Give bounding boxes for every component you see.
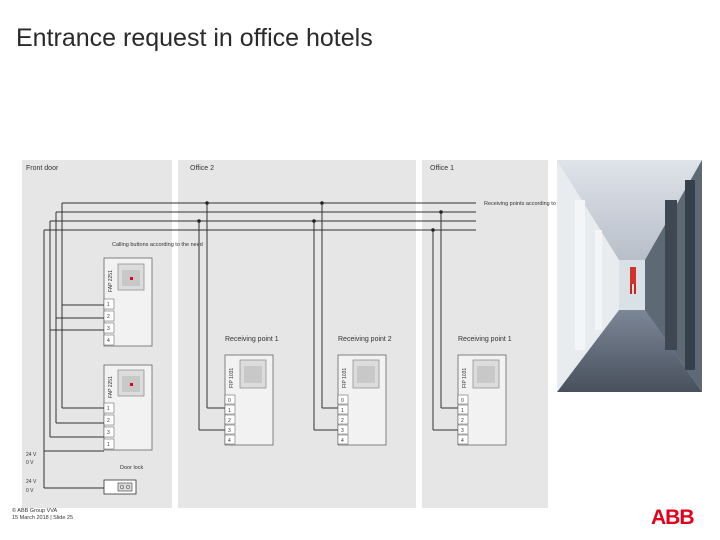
voltage-24v-b: 24 V xyxy=(26,479,37,485)
bus-wires xyxy=(43,202,476,489)
calling-buttons-note: Calling buttons according to the need xyxy=(112,242,203,248)
office2-panel xyxy=(178,160,416,508)
svg-text:1: 1 xyxy=(228,408,231,414)
office-corridor-photo xyxy=(557,160,702,392)
svg-text:3: 3 xyxy=(341,428,344,434)
fip-module-b: FIP 1031 xyxy=(337,354,387,446)
svg-text:0: 0 xyxy=(341,398,344,404)
door-lock-label: Door lock xyxy=(120,465,143,471)
fap1-model: FAP 2251 xyxy=(108,270,114,292)
footer-copyright: © ABB Group VVA xyxy=(12,508,58,514)
svg-text:1: 1 xyxy=(341,408,344,414)
fip-c-terminals: 0 1 2 3 4 xyxy=(457,394,469,445)
fap2-terminals: 1 2 3 1 xyxy=(103,402,115,450)
footer-date-slide: 15 March 2018 | Slide 25 xyxy=(12,515,74,521)
rp1-office2-heading: Receiving point 1 xyxy=(225,336,279,343)
fip-a-terminals: 0 1 2 3 4 xyxy=(224,394,236,445)
door-lock-icon xyxy=(103,479,137,495)
svg-text:3: 3 xyxy=(228,428,231,434)
svg-text:1: 1 xyxy=(461,408,464,414)
voltage-0v-a: 0 V xyxy=(26,460,34,466)
abb-logo: ABB xyxy=(651,506,694,529)
svg-text:2: 2 xyxy=(341,418,344,424)
office2-label: Office 2 xyxy=(190,165,214,172)
svg-text:0: 0 xyxy=(461,398,464,404)
office1-panel xyxy=(422,160,548,508)
svg-text:2: 2 xyxy=(107,314,110,320)
svg-text:3: 3 xyxy=(107,430,110,436)
svg-text:2: 2 xyxy=(107,418,110,424)
svg-text:1: 1 xyxy=(107,442,110,448)
svg-text:1: 1 xyxy=(107,406,110,412)
svg-text:3: 3 xyxy=(461,428,464,434)
svg-text:4: 4 xyxy=(341,438,344,444)
fip-b-terminals: 0 1 2 3 4 xyxy=(337,394,349,445)
svg-text:4: 4 xyxy=(107,338,110,344)
fap1-terminals: 1 2 3 4 xyxy=(103,298,115,346)
svg-text:1: 1 xyxy=(107,302,110,308)
slide-title: Entrance request in office hotels xyxy=(16,24,373,52)
svg-text:0: 0 xyxy=(228,398,231,404)
svg-text:4: 4 xyxy=(461,438,464,444)
svg-text:3: 3 xyxy=(107,326,110,332)
rp2-office2-heading: Receiving point 2 xyxy=(338,336,392,343)
footer: © ABB Group VVA 15 March 2018 | Slide 25 xyxy=(12,508,73,522)
svg-text:2: 2 xyxy=(228,418,231,424)
rp1-office1-heading: Receiving point 1 xyxy=(458,336,512,343)
office1-label: Office 1 xyxy=(430,165,454,172)
voltage-0v-b: 0 V xyxy=(26,488,34,494)
fip-c-model: FIP 1031 xyxy=(462,368,468,388)
receiving-points-note: Receiving points according to the need xyxy=(484,201,579,207)
front-door-label: Front door xyxy=(26,165,59,172)
fap2-model: FAP 2251 xyxy=(108,376,114,398)
svg-text:2: 2 xyxy=(461,418,464,424)
svg-text:4: 4 xyxy=(228,438,231,444)
junction-dots xyxy=(197,201,443,232)
voltage-24v-a: 24 V xyxy=(26,452,37,458)
fip-a-model: FIP 1031 xyxy=(229,368,235,388)
fip-b-model: FIP 1031 xyxy=(342,368,348,388)
